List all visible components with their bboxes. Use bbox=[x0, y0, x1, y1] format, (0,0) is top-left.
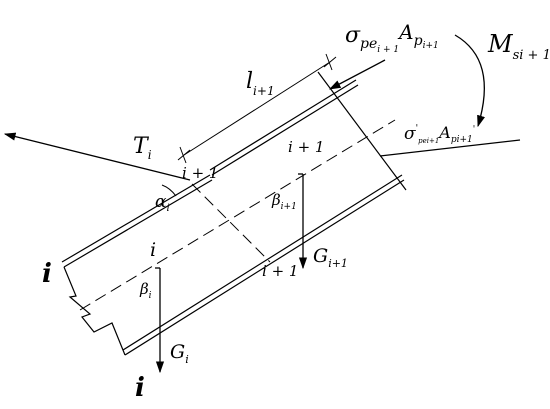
label-moment: Msi + 1 bbox=[487, 30, 550, 63]
right-section-line bbox=[317, 71, 407, 191]
label-alpha: αi bbox=[155, 192, 170, 214]
label-prestress-top: σpei + 1Api+1 bbox=[345, 20, 439, 55]
label-weight-i: Gi bbox=[170, 341, 189, 366]
gravity-i-plus-1 bbox=[298, 173, 308, 270]
prestress-bottom-arrow bbox=[379, 139, 521, 157]
left-break-line bbox=[63, 266, 126, 356]
moment-arc bbox=[454, 34, 485, 128]
label-i-plus-1-node: i + 1 bbox=[182, 164, 218, 182]
label-i-plus-1-bottom: i + 1 bbox=[262, 262, 298, 280]
label-tension: Ti bbox=[133, 134, 152, 162]
label-i-plus-1-mid: i + 1 bbox=[288, 138, 324, 156]
centerline bbox=[79, 119, 396, 311]
label-prestress-bottom: σ'pei+1Api+1' bbox=[404, 123, 475, 145]
slab-top-edge bbox=[61, 79, 359, 268]
slab-bottom-edge bbox=[122, 174, 405, 356]
label-i-small: i bbox=[150, 239, 156, 261]
label-i-large-top: i bbox=[42, 259, 52, 289]
alpha-angle-arc bbox=[161, 184, 177, 197]
tension-force-arrow bbox=[3, 132, 191, 181]
label-i-large-bottom: i bbox=[135, 373, 145, 403]
label-beta-i: βi bbox=[139, 280, 152, 301]
section-line-i-plus-1 bbox=[191, 183, 271, 263]
label-weight-i-plus-1: Gi+1 bbox=[313, 245, 348, 270]
gravity-i bbox=[155, 267, 165, 374]
label-beta-i-plus-1: βi+1 bbox=[271, 191, 297, 212]
label-length: li+1 bbox=[246, 69, 275, 98]
prestress-top-arrow bbox=[328, 59, 386, 90]
dimension-line bbox=[177, 53, 337, 164]
